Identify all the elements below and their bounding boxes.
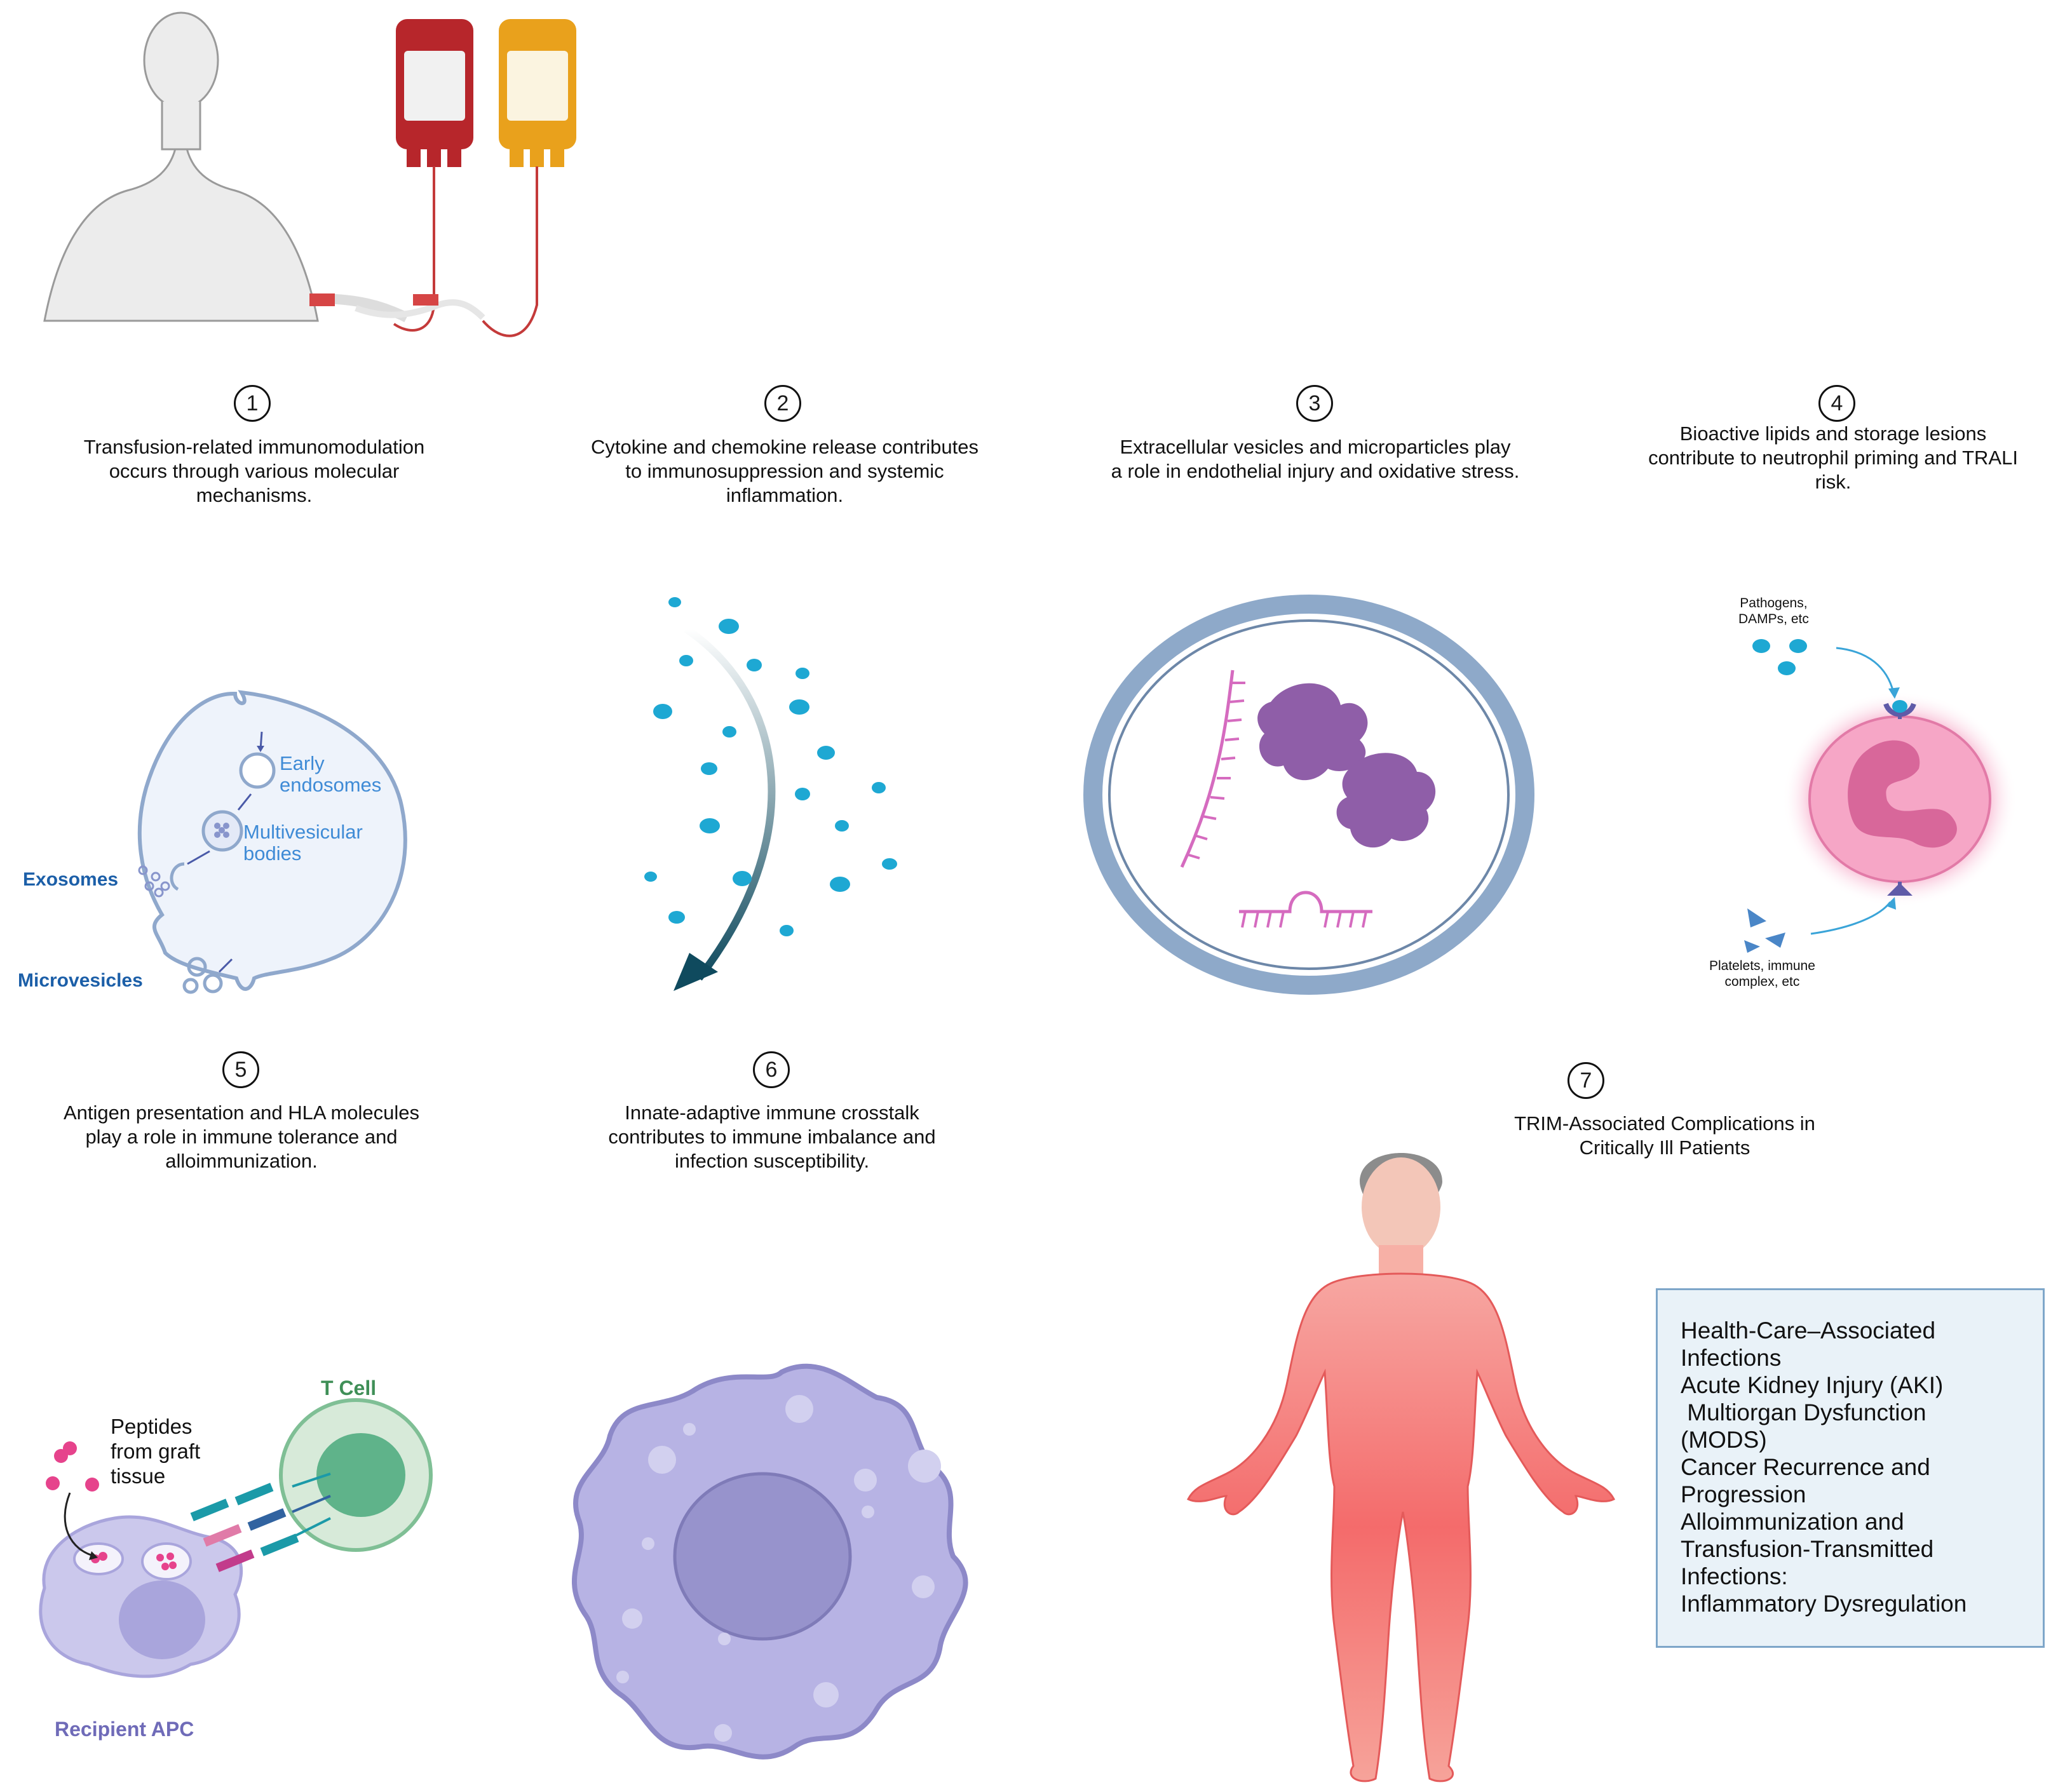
complication-line: (MODS) bbox=[1681, 1427, 1767, 1453]
microvesicles-label: Microvesicles bbox=[18, 970, 143, 991]
step-3-caption: Extracellular vesicles and microparticle… bbox=[1111, 436, 1520, 482]
complication-line: Transfusion-Transmitted bbox=[1681, 1536, 1934, 1562]
protein-cluster-1 bbox=[1257, 683, 1368, 781]
cytokine-dots bbox=[644, 597, 897, 936]
complication-line: Acute Kidney Injury (AKI) bbox=[1681, 1372, 1944, 1398]
complication-line: Multiorgan Dysfunction bbox=[1681, 1399, 1926, 1425]
receptor-bottom bbox=[1887, 883, 1913, 896]
patient-torso bbox=[43, 142, 319, 322]
step-3-number: 3 bbox=[1296, 385, 1333, 422]
tcr-mhc-complexes bbox=[190, 1472, 331, 1572]
complication-line: Progression bbox=[1681, 1481, 1806, 1507]
complication-line: Infections bbox=[1681, 1345, 1782, 1371]
transfusion-illustration bbox=[43, 11, 576, 337]
pathogen-dots bbox=[1752, 639, 1807, 675]
vesicle-biogenesis-cell bbox=[137, 690, 407, 994]
step-1-number: 1 bbox=[234, 385, 271, 422]
rna-strand-2 bbox=[1239, 891, 1372, 913]
iv-line-yellow bbox=[482, 166, 538, 337]
t-cell-label: T Cell bbox=[321, 1377, 377, 1399]
complications-list: Health-Care–Associated Infections Acute … bbox=[1656, 1288, 2045, 1648]
neutrophil-nucleus bbox=[1848, 740, 1957, 848]
complication-line: Health-Care–Associated bbox=[1681, 1317, 1936, 1344]
step-2-number: 2 bbox=[764, 385, 801, 422]
patient-head bbox=[143, 11, 219, 109]
step-5-number: 5 bbox=[222, 1051, 259, 1088]
neutrophil-priming-illustration bbox=[1744, 639, 2017, 953]
step-6-number: 6 bbox=[753, 1051, 790, 1088]
complication-line: Cancer Recurrence and bbox=[1681, 1454, 1930, 1480]
macrophage-illustration bbox=[572, 1363, 968, 1760]
receptor-top bbox=[1883, 703, 1916, 717]
pathogens-label: Pathogens,DAMPs, etc bbox=[1738, 596, 1809, 626]
exosomes-label: Exosomes bbox=[23, 869, 119, 890]
complication-line: Inflammatory Dysregulation bbox=[1681, 1591, 1967, 1617]
protein-cluster-2 bbox=[1336, 753, 1436, 848]
step-7-number: 7 bbox=[1567, 1062, 1604, 1099]
peptide-fragments bbox=[46, 1441, 99, 1492]
step-2-caption: Cytokine and chemokine release contribut… bbox=[590, 436, 978, 506]
extracellular-vesicle-illustration bbox=[1083, 595, 1534, 995]
recipient-apc-label: Recipient APC bbox=[55, 1718, 194, 1741]
complication-line: Alloimmunization and bbox=[1681, 1509, 1904, 1535]
cytokine-release-illustration bbox=[644, 597, 897, 991]
platelet-shapes bbox=[1744, 908, 1785, 953]
curved-arrow bbox=[684, 626, 776, 981]
complication-line: Infections: bbox=[1681, 1563, 1788, 1589]
step-4-number: 4 bbox=[1818, 385, 1855, 422]
human-body-illustration bbox=[1186, 1153, 1616, 1782]
catheter-clip bbox=[309, 293, 335, 306]
antigen-presentation-illustration bbox=[39, 1398, 433, 1678]
